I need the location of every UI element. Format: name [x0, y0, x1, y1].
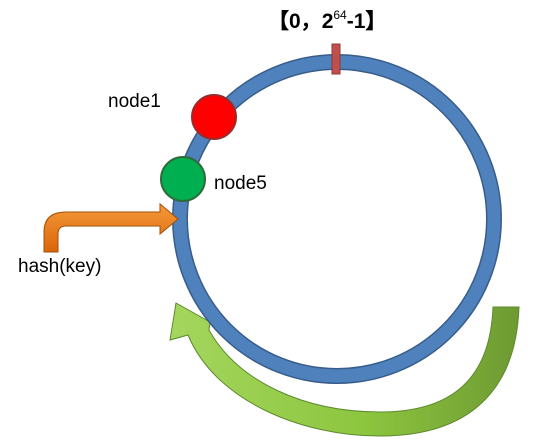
range-separator: ，: [300, 10, 322, 33]
range-open-bracket: 【: [268, 10, 289, 33]
hash-key-label: hash(key): [18, 256, 102, 277]
range-suffix: -1: [346, 10, 366, 33]
range-close-bracket: 】: [365, 10, 387, 33]
node5-circle: [160, 156, 206, 202]
hash-range-label: 【0，264-1】: [268, 9, 386, 32]
hash-key-arrow: [43, 202, 179, 253]
range-start: 0: [289, 10, 301, 33]
node5-label: node5: [214, 173, 267, 194]
node1-circle: [191, 94, 237, 140]
range-base: 2: [321, 10, 334, 33]
node1-label: node1: [108, 91, 161, 112]
range-boundary-marker: [331, 43, 341, 75]
hash-key-arrow-shape: [43, 202, 179, 253]
rotation-arrow-shape: [169, 302, 520, 437]
rotation-arrow: [169, 302, 520, 437]
range-exponent: 64: [333, 8, 347, 22]
